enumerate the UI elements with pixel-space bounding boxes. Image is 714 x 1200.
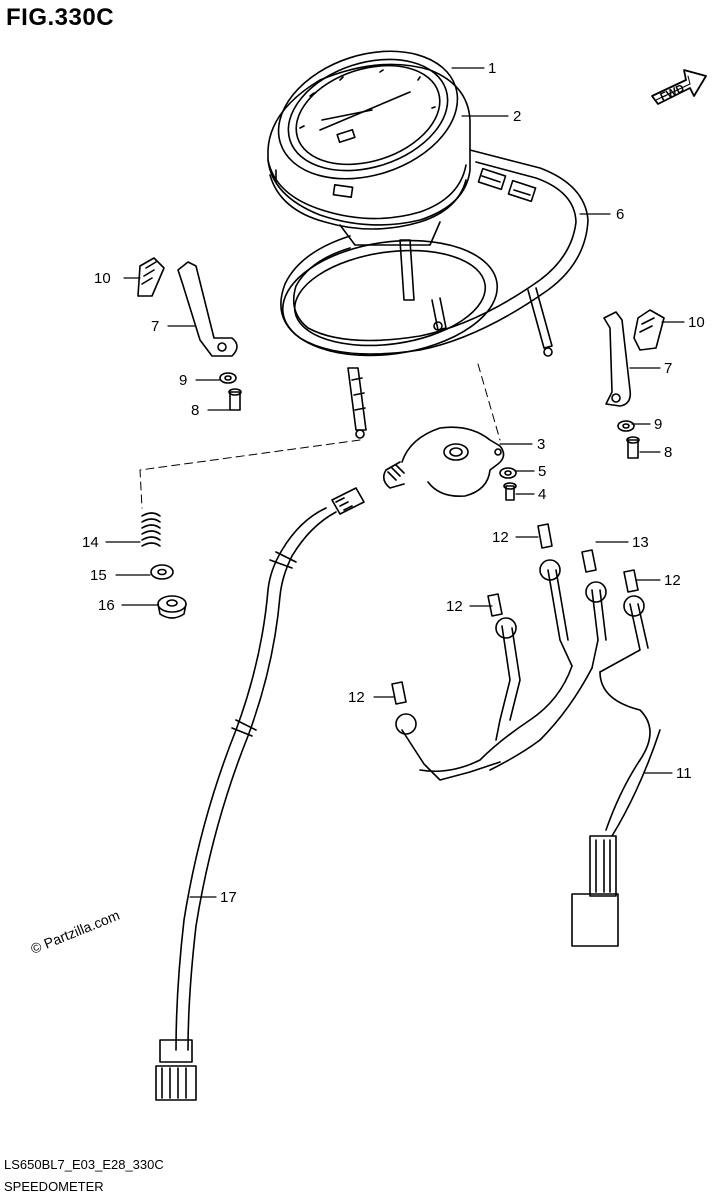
right-bracket-7	[603, 311, 632, 407]
callout-14[interactable]: 14	[82, 534, 99, 551]
washer-5	[499, 467, 517, 479]
left-washer-9	[219, 372, 237, 384]
callout-12-c[interactable]: 12	[446, 598, 463, 615]
callout-13[interactable]: 13	[632, 534, 649, 551]
figure-title: FIG.330C	[6, 4, 115, 31]
meter-bracket	[280, 149, 589, 357]
right-cushion-10	[633, 309, 665, 351]
callout-7-left[interactable]: 7	[151, 318, 160, 335]
footer-name: SPEEDOMETER	[4, 1179, 104, 1194]
callout-8-right[interactable]: 8	[664, 444, 673, 461]
right-washer-9	[617, 420, 635, 432]
callout-6[interactable]: 6	[616, 206, 625, 223]
grommet-16	[157, 595, 187, 619]
left-cushion-10	[137, 257, 165, 297]
callout-10-right[interactable]: 10	[688, 314, 705, 331]
footer-code: LS650BL7_E03_E28_330C	[4, 1157, 164, 1172]
left-screw-8	[228, 388, 242, 411]
callout-15[interactable]: 15	[90, 567, 107, 584]
callout-9-left[interactable]: 9	[179, 372, 188, 389]
callout-2[interactable]: 2	[513, 108, 522, 125]
callout-8-left[interactable]: 8	[191, 402, 200, 419]
right-screw-8	[626, 436, 640, 459]
callout-17[interactable]: 17	[220, 889, 237, 906]
callout-12-b[interactable]: 12	[664, 572, 681, 589]
washer-15	[150, 564, 174, 580]
callout-12-d[interactable]: 12	[348, 689, 365, 706]
callout-12-a[interactable]: 12	[492, 529, 509, 546]
meter-face	[277, 50, 459, 180]
screw-4	[503, 482, 517, 501]
callout-5[interactable]: 5	[538, 463, 547, 480]
callout-11[interactable]: 11	[676, 765, 692, 782]
callout-10-left[interactable]: 10	[94, 270, 111, 287]
meter-studs	[347, 239, 553, 439]
callout-3[interactable]: 3	[537, 436, 546, 453]
spring-14	[141, 512, 161, 547]
bulbs-12-13	[391, 523, 639, 705]
callout-9-right[interactable]: 9	[654, 416, 663, 433]
speedometer-cable-17	[155, 487, 365, 1101]
callout-7-right[interactable]: 7	[664, 360, 673, 377]
fwd-arrow-icon	[651, 69, 707, 105]
wiring-harness-11	[401, 569, 661, 947]
leader-lines	[105, 67, 685, 898]
left-bracket-7	[177, 261, 238, 357]
callout-16[interactable]: 16	[98, 597, 115, 614]
meter-case	[267, 63, 471, 246]
harness-sockets	[395, 559, 645, 735]
callout-1[interactable]: 1	[488, 60, 497, 77]
callout-4[interactable]: 4	[538, 486, 547, 503]
assembly-lines	[139, 363, 501, 509]
speedometer-gearbox	[382, 426, 505, 498]
